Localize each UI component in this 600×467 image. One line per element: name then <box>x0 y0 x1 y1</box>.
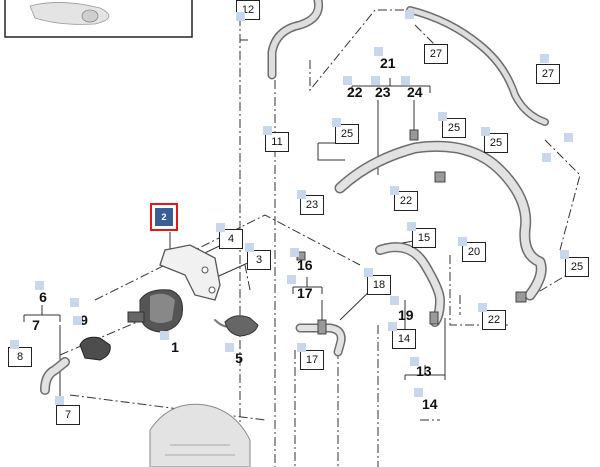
hotspot-marker <box>540 54 549 63</box>
callout-9[interactable]: 9 <box>80 312 88 328</box>
callout-22[interactable]: 22 <box>347 84 363 100</box>
callout-17[interactable]: 17 <box>300 350 324 370</box>
hotspot-marker <box>478 303 487 312</box>
hotspot-marker <box>560 250 569 259</box>
hotspot-marker <box>290 248 299 257</box>
hotspot-marker <box>390 186 399 195</box>
selected-part-number: 2 <box>155 208 173 226</box>
hotspot-marker <box>405 10 414 19</box>
hotspot-marker <box>216 223 225 232</box>
hotspot-marker <box>10 340 19 349</box>
callout-3[interactable]: 3 <box>247 250 271 270</box>
hotspot-marker <box>564 133 573 142</box>
callout-20[interactable]: 20 <box>462 242 486 262</box>
callout-7[interactable]: 7 <box>56 405 80 425</box>
callout-1[interactable]: 1 <box>171 339 179 355</box>
hotspot-marker <box>245 243 254 252</box>
callout-6[interactable]: 6 <box>39 289 47 305</box>
callout-14[interactable]: 14 <box>422 396 438 412</box>
callout-16[interactable]: 16 <box>297 257 313 273</box>
hotspot-marker <box>263 126 272 135</box>
callout-15[interactable]: 15 <box>412 228 436 248</box>
callout-23[interactable]: 23 <box>375 84 391 100</box>
callout-19[interactable]: 19 <box>398 307 414 323</box>
hotspot-marker <box>35 281 44 290</box>
callout-23[interactable]: 23 <box>300 195 324 215</box>
callout-5[interactable]: 5 <box>235 350 243 366</box>
hotspot-marker <box>374 47 383 56</box>
hotspot-marker <box>332 118 341 127</box>
hotspot-marker <box>414 388 423 397</box>
hotspot-marker <box>401 76 410 85</box>
callout-13[interactable]: 13 <box>416 363 432 379</box>
hotspot-marker <box>364 268 373 277</box>
callout-25[interactable]: 25 <box>484 133 508 153</box>
hotspot-marker <box>371 76 380 85</box>
callout-4[interactable]: 4 <box>219 229 243 249</box>
callout-11[interactable]: 11 <box>265 132 289 152</box>
hotspot-marker <box>73 316 82 325</box>
pump-part <box>127 289 183 333</box>
callout-18[interactable]: 18 <box>367 275 391 295</box>
callout-22[interactable]: 22 <box>482 310 506 330</box>
callout-14[interactable]: 14 <box>392 329 416 349</box>
callout-25[interactable]: 25 <box>442 118 466 138</box>
selected-part-marker[interactable]: 2 <box>150 203 178 231</box>
vehicle-inset <box>4 0 193 38</box>
callout-25[interactable]: 25 <box>565 257 589 277</box>
hotspot-marker <box>410 357 419 366</box>
hotspot-marker <box>458 237 467 246</box>
hotspot-marker <box>70 298 79 307</box>
callout-27[interactable]: 27 <box>536 64 560 84</box>
hotspot-marker <box>438 112 447 121</box>
hotspot-marker <box>236 12 245 21</box>
hotspot-marker <box>343 76 352 85</box>
hotspot-marker <box>388 322 397 331</box>
callout-17[interactable]: 17 <box>297 285 313 301</box>
hotspot-marker <box>481 127 490 136</box>
callout-12[interactable]: 12 <box>236 0 260 20</box>
callout-7[interactable]: 7 <box>32 317 40 333</box>
callout-25[interactable]: 25 <box>335 124 359 144</box>
hotspot-marker <box>390 296 399 305</box>
hotspot-marker <box>407 222 416 231</box>
hotspot-marker <box>542 153 551 162</box>
hotspot-marker <box>297 343 306 352</box>
hotspot-marker <box>297 190 306 199</box>
callout-27[interactable]: 27 <box>424 44 448 64</box>
hotspot-marker <box>55 396 64 405</box>
callout-24[interactable]: 24 <box>407 84 423 100</box>
callout-21[interactable]: 21 <box>380 55 396 71</box>
hotspot-marker <box>287 275 296 284</box>
hotspot-marker <box>225 343 234 352</box>
hotspot-marker <box>160 331 169 340</box>
callout-8[interactable]: 8 <box>8 347 32 367</box>
callout-22[interactable]: 22 <box>394 191 418 211</box>
